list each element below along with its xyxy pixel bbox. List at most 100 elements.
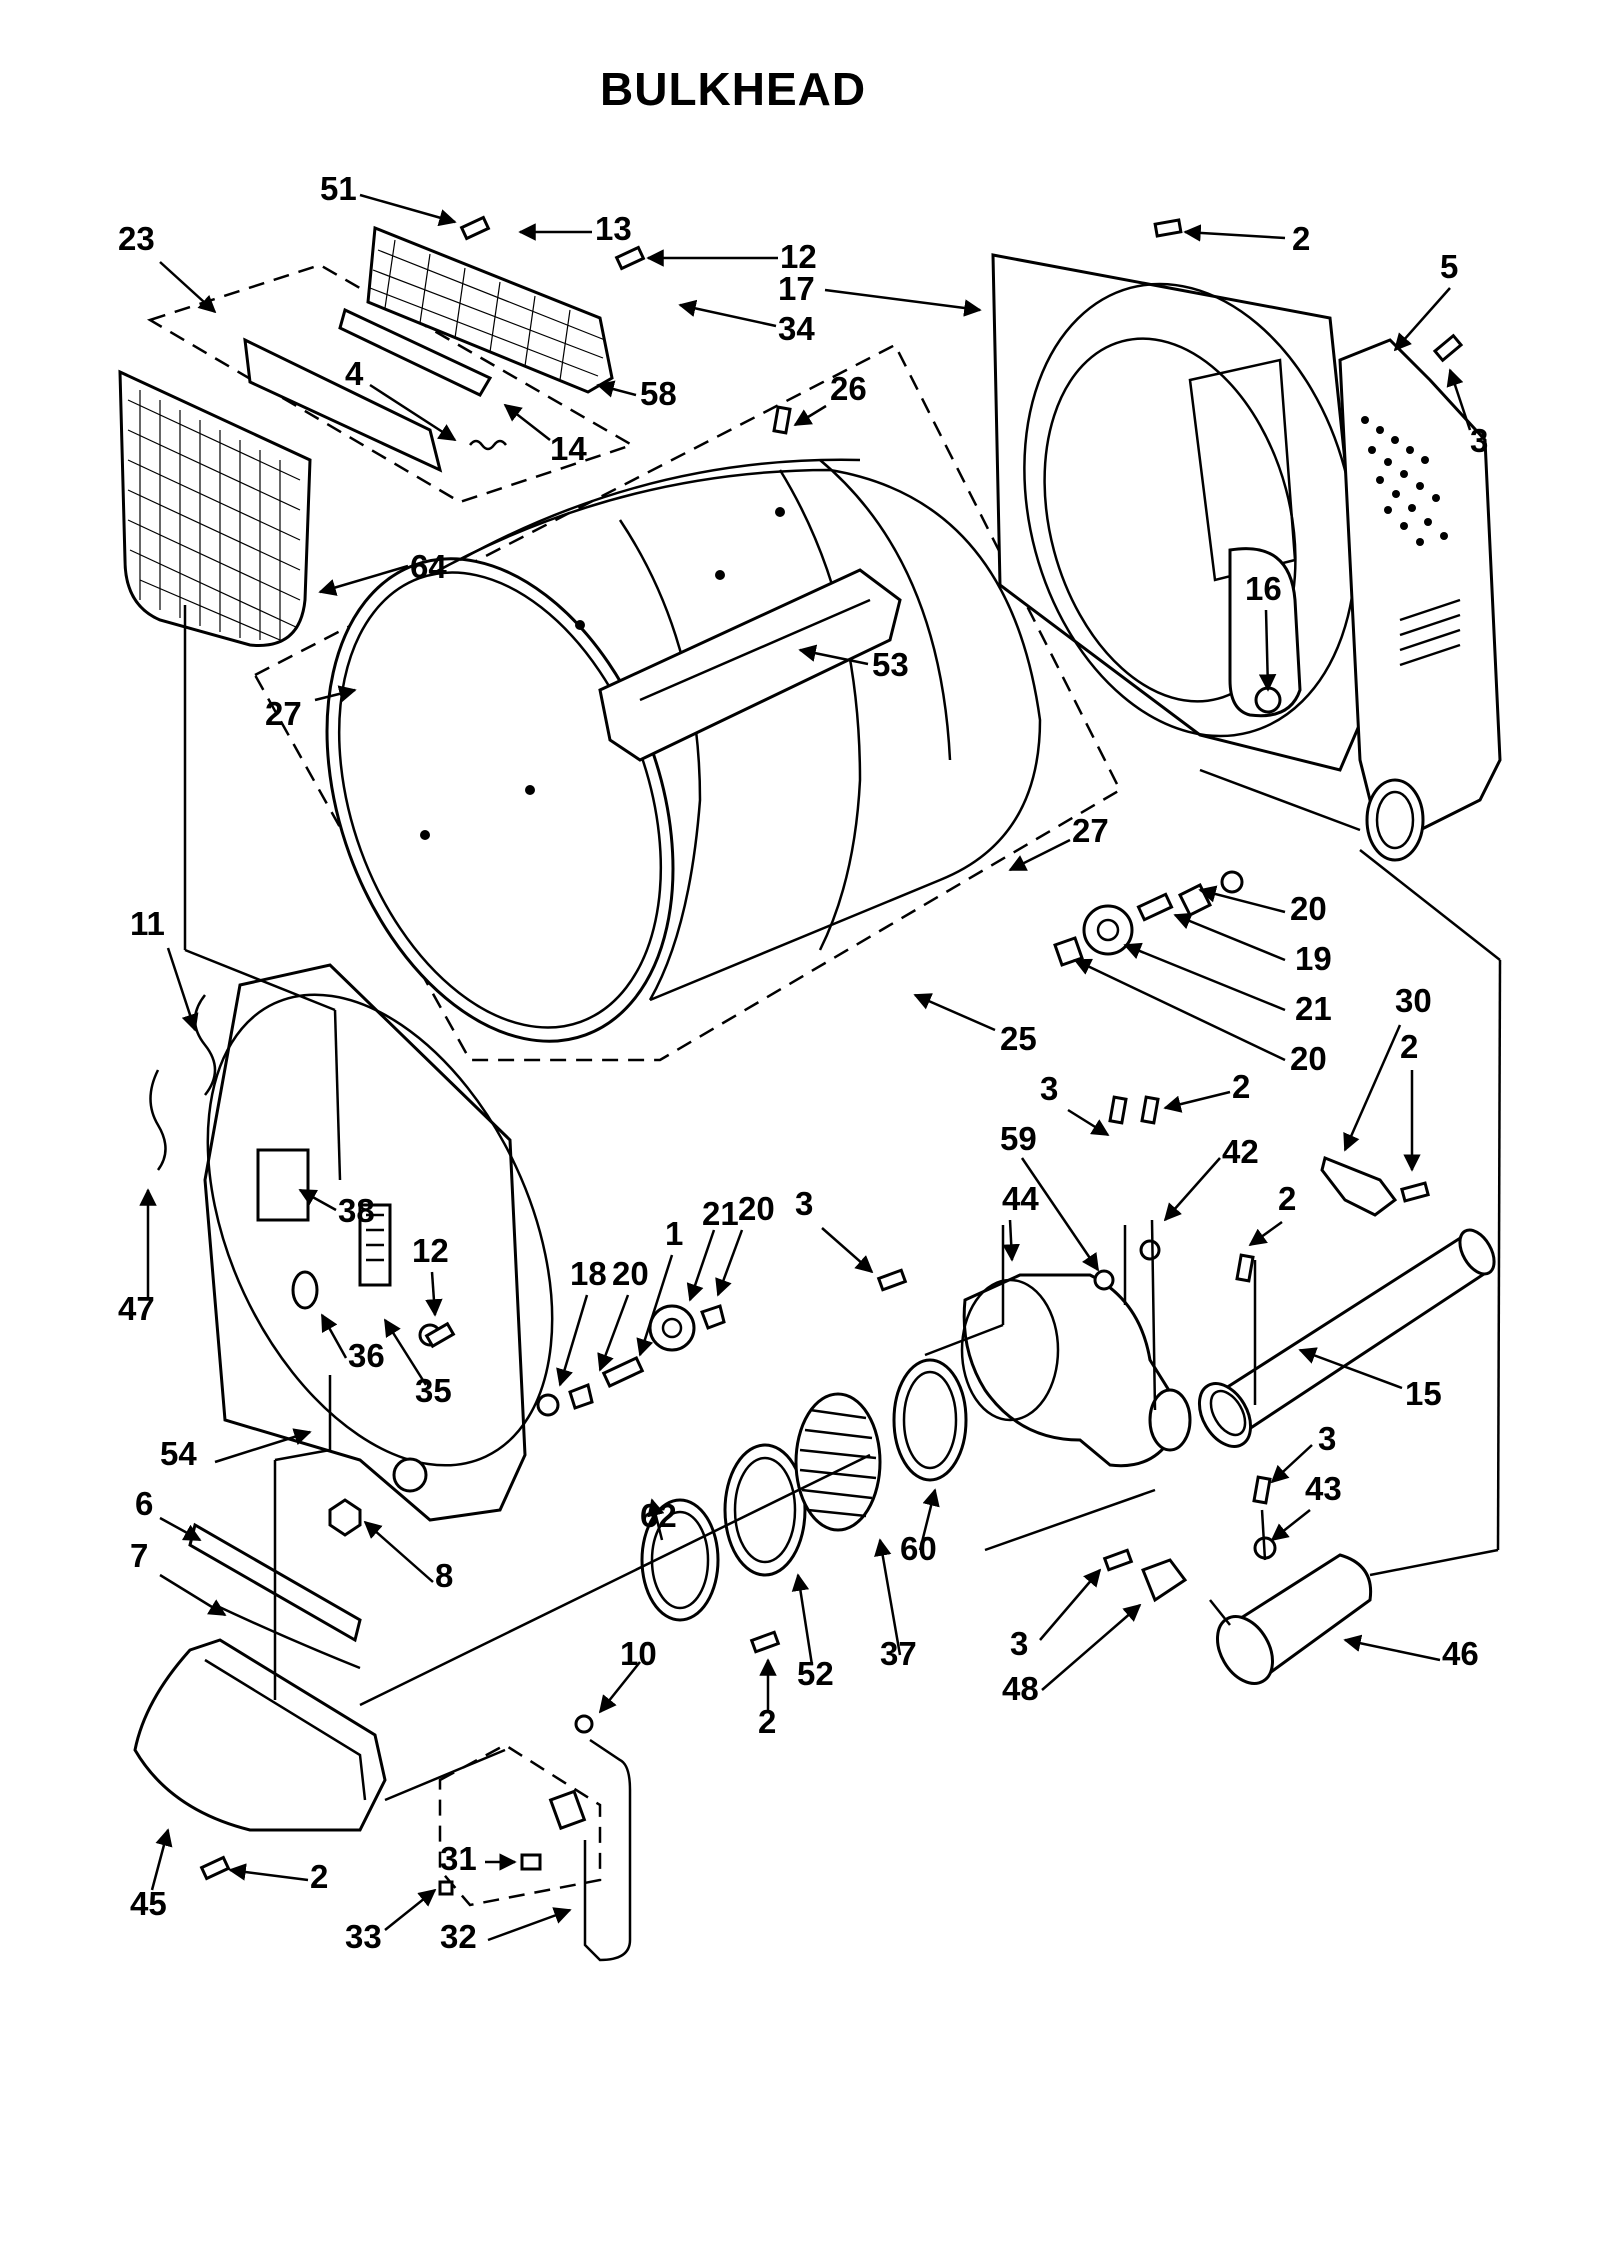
- callout-58: 58: [596, 375, 677, 412]
- callout-number: 26: [830, 370, 867, 407]
- callout-leader: [824, 288, 982, 317]
- callout-5: 5: [1393, 248, 1458, 352]
- callout-number: 2: [1292, 220, 1310, 257]
- wire-47: [149, 1069, 167, 1171]
- callout-number: 2: [1278, 1180, 1296, 1217]
- callout-number: 44: [1002, 1180, 1039, 1217]
- lint-screen: [118, 369, 312, 647]
- callout-number: 1: [665, 1215, 683, 1252]
- callout-leader: [383, 1318, 428, 1386]
- callout-number: 2: [1232, 1068, 1250, 1105]
- callout-number: 15: [1405, 1375, 1442, 1412]
- front-bulkhead: [203, 963, 554, 1522]
- callout-leader: [1298, 1347, 1403, 1390]
- callout-27: 27: [265, 685, 357, 732]
- callout-2: 2: [1163, 1068, 1250, 1113]
- callout-number: 34: [778, 310, 815, 347]
- rear-bearing-parts: [1053, 870, 1244, 967]
- callout-35: 35: [383, 1318, 452, 1409]
- callout-2: 2: [228, 1858, 328, 1895]
- callout-leader: [636, 1254, 674, 1357]
- callout-number: 20: [1290, 890, 1327, 927]
- callout-7: 7: [130, 1537, 227, 1617]
- callout-27: 27: [1008, 812, 1109, 872]
- callout-leader: [318, 564, 409, 596]
- callout-number: 2: [1400, 1028, 1418, 1065]
- callout-number: 27: [1072, 812, 1109, 849]
- callout-number: 18: [570, 1255, 607, 1292]
- callout-3: 3: [795, 1185, 874, 1274]
- callout-18: 18: [556, 1255, 607, 1387]
- callout-number: 3: [795, 1185, 813, 1222]
- callout-number: 48: [1002, 1670, 1039, 1707]
- callout-36: 36: [320, 1313, 385, 1374]
- callout-leader: [686, 1229, 716, 1302]
- callout-leader: [1393, 287, 1451, 352]
- callout-leader: [320, 1313, 348, 1359]
- callout-number: 64: [410, 548, 447, 585]
- callout-leader: [425, 1271, 443, 1317]
- callout-number: 42: [1222, 1133, 1259, 1170]
- callout-number: 17: [778, 270, 815, 307]
- callout-leader: [1173, 912, 1286, 962]
- callout-30: 30: [1343, 982, 1432, 1152]
- callout-leader: [918, 1488, 940, 1551]
- callout-2: 2: [758, 1658, 777, 1740]
- callout-37: 37: [874, 1538, 917, 1672]
- rear-bulkhead: [991, 253, 1372, 772]
- callout-42: 42: [1163, 1133, 1259, 1222]
- nut-8: [328, 1498, 362, 1537]
- callout-leader: [1008, 838, 1071, 872]
- callout-20: 20: [1073, 958, 1327, 1077]
- callout-leader: [487, 1907, 572, 1942]
- motor-assembly: [1141, 1536, 1373, 1685]
- callout-leader: [596, 380, 637, 398]
- callout-number: 13: [595, 210, 632, 247]
- callout-21: 21: [1123, 942, 1332, 1027]
- callout-number: 21: [1295, 990, 1332, 1027]
- callout-3: 3: [1040, 1070, 1110, 1137]
- callout-number: 25: [1000, 1020, 1037, 1057]
- callout-number: 47: [118, 1290, 155, 1327]
- callout-leader: [150, 1828, 173, 1891]
- callout-number: 7: [130, 1537, 148, 1574]
- callout-23: 23: [118, 220, 217, 314]
- callout-number: 36: [348, 1337, 385, 1374]
- callout-leader: [791, 1573, 814, 1666]
- callout-20: 20: [1198, 885, 1327, 927]
- routing-lines: [183, 605, 1502, 1802]
- callout-number: 16: [1245, 570, 1282, 607]
- callout-number: 8: [435, 1557, 453, 1594]
- callout-number: 38: [338, 1192, 375, 1229]
- page-title: BULKHEAD: [600, 63, 867, 115]
- callout-leader: [715, 1229, 744, 1297]
- callout-leader: [821, 1227, 874, 1274]
- callout-leader: [597, 1294, 630, 1372]
- callout-leader: [1123, 942, 1286, 1012]
- callout-number: 62: [640, 1497, 677, 1534]
- callout-leader: [159, 1516, 202, 1542]
- callout-2: 2: [1248, 1180, 1296, 1247]
- callout-number: 43: [1305, 1470, 1342, 1507]
- callout-leader: [678, 299, 777, 328]
- callout-number: 3: [1470, 422, 1488, 459]
- callout-17: 17: [778, 270, 982, 317]
- callout-6: 6: [135, 1485, 202, 1542]
- callout-leader: [214, 1428, 312, 1464]
- callout-number: 19: [1295, 940, 1332, 977]
- callout-number: 33: [345, 1918, 382, 1955]
- callout-53: 53: [798, 644, 909, 683]
- callout-38: 38: [298, 1188, 375, 1229]
- callout-2: 2: [1400, 1028, 1421, 1172]
- callout-number: 54: [160, 1435, 197, 1472]
- callout-leader: [1073, 958, 1286, 1062]
- callout-number: 58: [640, 375, 677, 412]
- callout-number: 4: [345, 355, 364, 392]
- screws: [199, 215, 1464, 1881]
- callout-3: 3: [1270, 1420, 1336, 1484]
- callout-number: 21: [702, 1195, 739, 1232]
- callout-leader: [1270, 1509, 1311, 1542]
- callout-8: 8: [363, 1520, 453, 1594]
- exhaust-duct: [1197, 1228, 1496, 1448]
